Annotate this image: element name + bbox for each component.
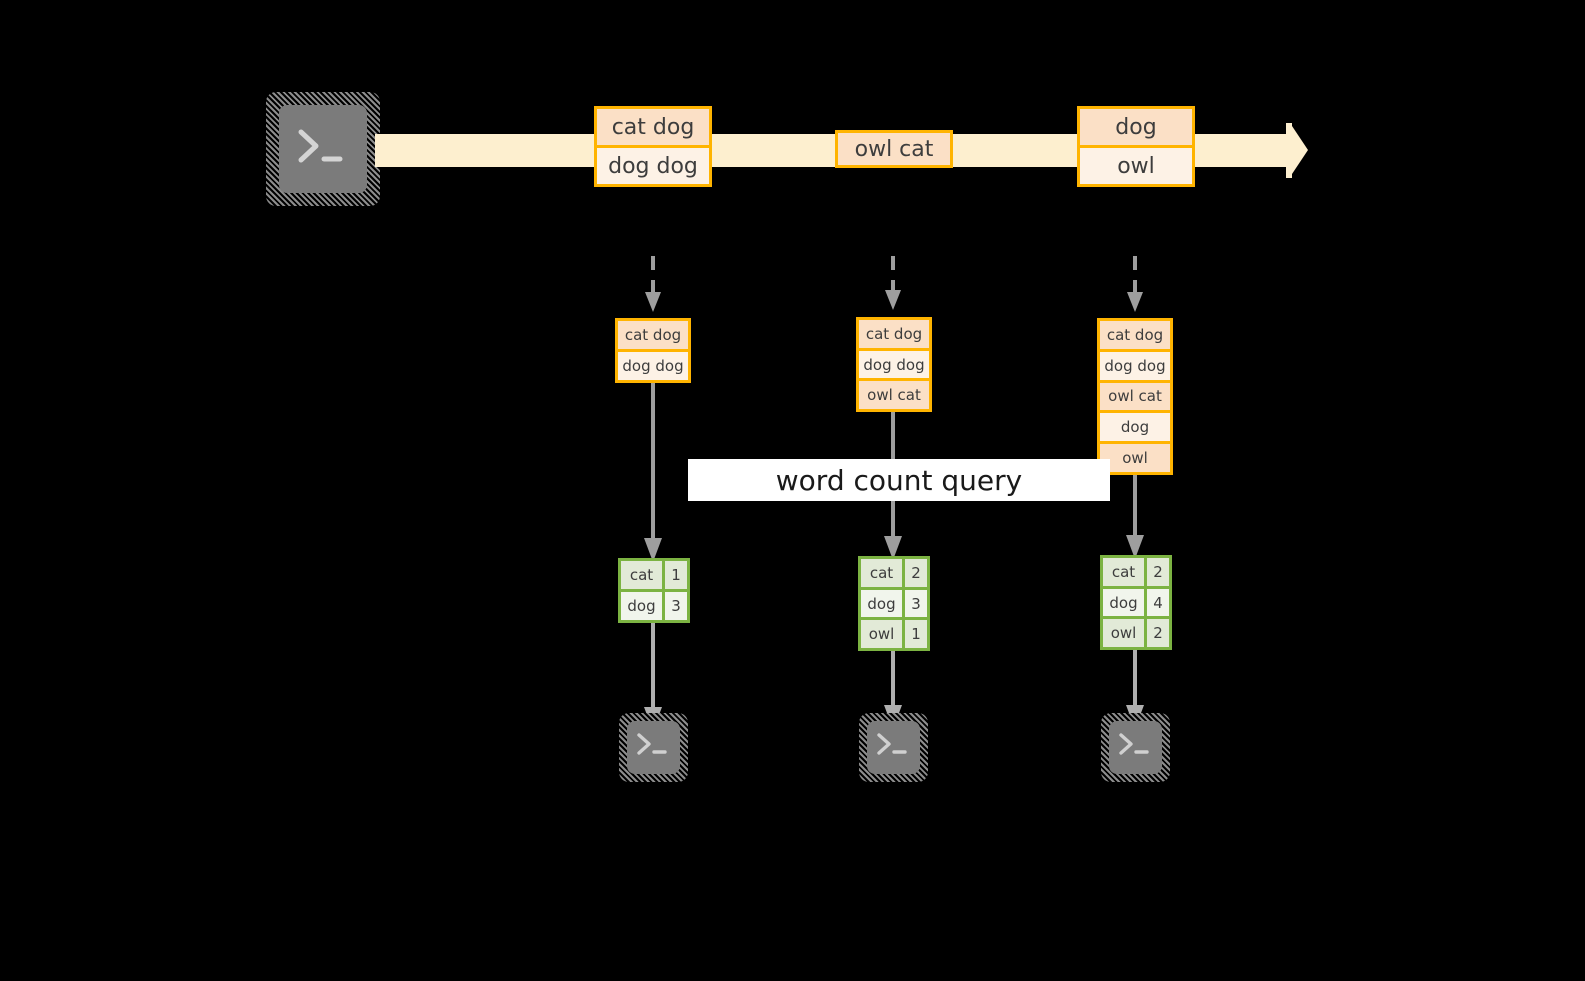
result-word: owl xyxy=(1103,619,1144,648)
terminal-prompt-icon xyxy=(1119,733,1149,755)
accumulated-table-2: cat dog dog dog owl cat xyxy=(856,317,932,412)
result-row: dog 3 xyxy=(621,589,687,620)
stream-batch-line: cat dog xyxy=(597,109,709,145)
query-label: word count query xyxy=(688,459,1110,501)
accumulated-table-3: cat dog dog dog owl cat dog owl xyxy=(1097,318,1173,475)
result-word: cat xyxy=(1103,558,1144,586)
stream-batch-line: dog xyxy=(1080,109,1192,145)
result-count: 1 xyxy=(662,561,687,589)
terminal-face xyxy=(279,105,367,193)
result-table-2: cat 2 dog 3 owl 1 xyxy=(858,556,930,651)
stream-arrow-wing xyxy=(1286,123,1292,178)
accumulated-table-1: cat dog dog dog xyxy=(615,318,691,383)
stream-batch-3: dog owl xyxy=(1077,106,1195,187)
sink-terminal-icon-2 xyxy=(859,713,928,782)
result-row: dog 3 xyxy=(861,586,927,618)
result-row: cat 2 xyxy=(861,559,927,587)
result-word: cat xyxy=(861,559,902,587)
accumulated-line: dog dog xyxy=(618,349,688,380)
result-word: dog xyxy=(1103,588,1144,617)
accumulated-line: dog dog xyxy=(1100,348,1170,380)
sink-terminal-icon-1 xyxy=(619,713,688,782)
terminal-face xyxy=(627,721,680,774)
sink-terminal-icon-3 xyxy=(1101,713,1170,782)
result-count: 4 xyxy=(1144,588,1169,617)
result-count: 3 xyxy=(662,592,687,620)
accumulated-line: owl cat xyxy=(859,378,929,410)
accumulated-line: owl cat xyxy=(1100,379,1170,411)
right-arrow-icon xyxy=(1290,123,1308,177)
accumulated-line: cat dog xyxy=(859,320,929,348)
result-row: cat 1 xyxy=(621,561,687,589)
result-row: dog 4 xyxy=(1103,585,1169,617)
accumulated-line: cat dog xyxy=(618,321,688,349)
source-terminal-icon xyxy=(266,92,380,206)
accumulated-line: cat dog xyxy=(1100,321,1170,349)
terminal-prompt-icon xyxy=(877,733,907,755)
terminal-face xyxy=(867,721,920,774)
result-count: 2 xyxy=(1144,619,1169,648)
result-row: owl 2 xyxy=(1103,616,1169,648)
result-row: owl 1 xyxy=(861,617,927,649)
accumulated-line: dog xyxy=(1100,410,1170,442)
result-count: 3 xyxy=(902,589,927,618)
result-count: 2 xyxy=(1144,558,1169,586)
result-table-1: cat 1 dog 3 xyxy=(618,558,690,623)
result-count: 2 xyxy=(902,559,927,587)
result-word: owl xyxy=(861,620,902,649)
stream-batch-1: cat dog dog dog xyxy=(594,106,712,187)
accumulated-line: dog dog xyxy=(859,347,929,379)
stream-batch-line: owl cat xyxy=(838,133,950,165)
accumulated-line: owl xyxy=(1100,441,1170,472)
result-word: cat xyxy=(621,561,662,589)
stream-batch-2: owl cat xyxy=(835,130,953,168)
result-word: dog xyxy=(621,592,662,620)
stream-batch-line: dog dog xyxy=(597,145,709,184)
result-row: cat 2 xyxy=(1103,558,1169,586)
terminal-face xyxy=(1109,721,1162,774)
terminal-prompt-icon xyxy=(298,129,343,163)
result-count: 1 xyxy=(902,620,927,649)
stream-batch-line: owl xyxy=(1080,145,1192,184)
result-table-3: cat 2 dog 4 owl 2 xyxy=(1100,555,1172,650)
terminal-prompt-icon xyxy=(637,733,667,755)
result-word: dog xyxy=(861,589,902,618)
